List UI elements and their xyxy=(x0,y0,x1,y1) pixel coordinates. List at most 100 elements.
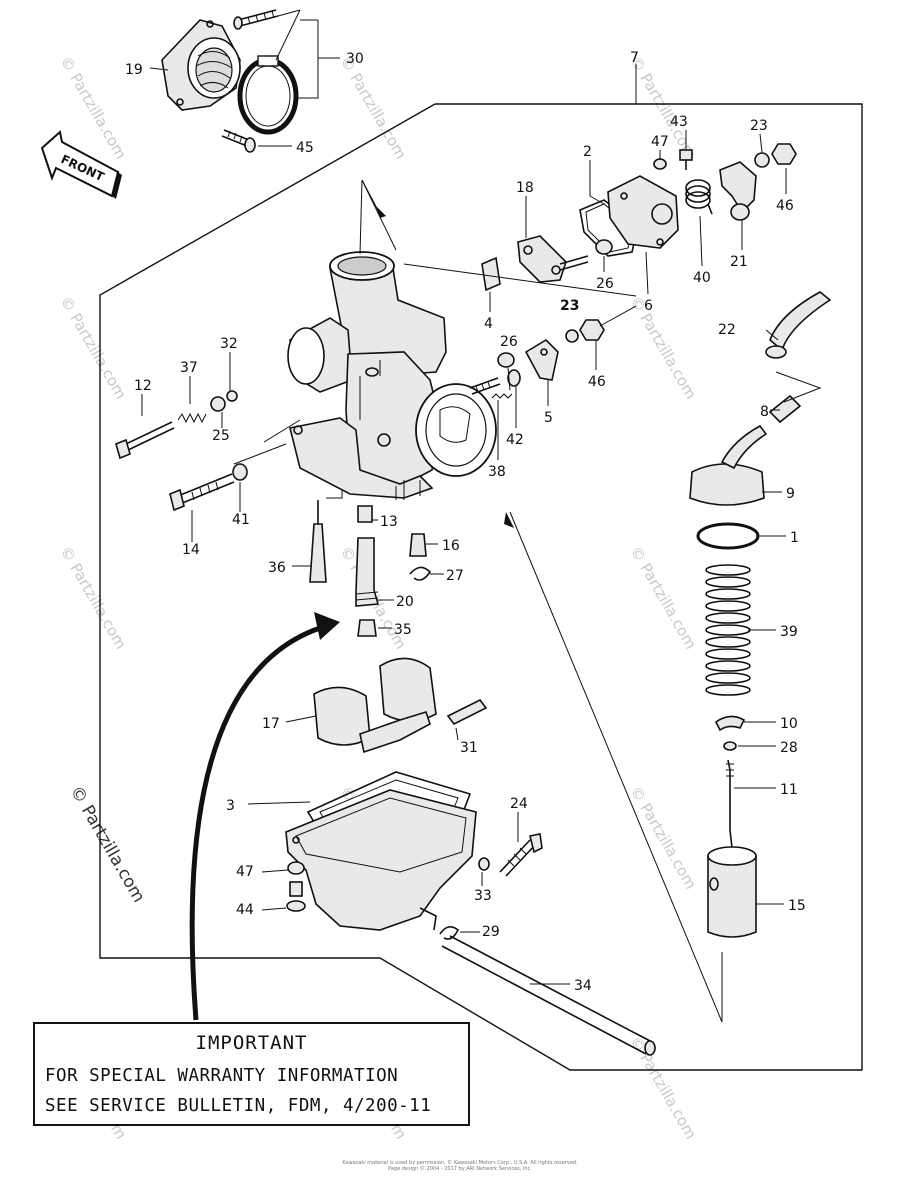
copyright-line-1: Kawasaki material is used by permission.… xyxy=(342,1160,578,1166)
drain-hose-part xyxy=(441,935,656,1056)
intake-holder-part xyxy=(161,19,241,111)
idle-screw-part xyxy=(469,369,521,395)
watermark-layer: © Partzilla.com © Partzilla.com © Partzi… xyxy=(57,53,700,1142)
screw-part xyxy=(679,149,693,170)
callout-15: 15 xyxy=(788,898,806,914)
lock-washer-part xyxy=(754,152,770,168)
callout-33: 33 xyxy=(474,888,492,904)
assembly-outline-frame xyxy=(99,103,863,1071)
callout-23-top: 23 xyxy=(750,118,768,134)
callout-6: 6 xyxy=(644,298,653,314)
notice-title: IMPORTANT xyxy=(195,1032,308,1054)
emulsion-tube-part xyxy=(355,537,380,607)
return-spring-part xyxy=(685,179,713,215)
needle-retainer-part xyxy=(714,715,746,732)
callout-18: 18 xyxy=(516,180,534,196)
idle-lever-part xyxy=(524,338,559,381)
callout-5: 5 xyxy=(544,410,553,426)
callout-8: 8 xyxy=(760,404,769,420)
callout-45: 45 xyxy=(296,140,314,156)
hose-clip-part xyxy=(439,926,460,940)
callout-41: 41 xyxy=(232,512,250,528)
callout-34: 34 xyxy=(574,978,592,994)
callout-2: 2 xyxy=(583,144,592,160)
throttle-cover-part xyxy=(607,175,679,249)
washer-part xyxy=(595,239,613,255)
copyright-line-2: Page design © 2004 - 2017 by ARI Network… xyxy=(388,1166,532,1172)
callout-3: 3 xyxy=(226,798,235,814)
carburetor-body-part xyxy=(287,251,497,500)
drain-screw-part xyxy=(499,833,543,877)
callout-30: 30 xyxy=(346,51,364,67)
jet-needle-part xyxy=(726,759,734,849)
float-valve-part xyxy=(409,533,427,557)
callout-46-top: 46 xyxy=(776,198,794,214)
plug-part xyxy=(481,256,501,292)
watermark-dark: © Partzilla.com xyxy=(66,783,149,907)
callout-9: 9 xyxy=(786,486,795,502)
callout-32: 32 xyxy=(220,336,238,352)
throttle-cable-part xyxy=(765,291,832,359)
nut-part xyxy=(579,319,605,341)
watermark: © Partzilla.com xyxy=(337,53,410,162)
top-gasket-part xyxy=(696,522,760,550)
washer-part xyxy=(478,857,490,871)
washer-part xyxy=(653,158,667,170)
callout-28: 28 xyxy=(780,740,798,756)
throttle-valve-spring-part xyxy=(705,564,751,696)
float-part xyxy=(313,657,437,754)
link-plate-part xyxy=(517,235,589,283)
throttle-lever-part xyxy=(719,161,757,221)
callout-14: 14 xyxy=(182,542,200,558)
callout-7: 7 xyxy=(630,50,639,66)
lock-washer-part xyxy=(565,329,579,343)
notice-line-1: FOR SPECIAL WARRANTY INFORMATION xyxy=(45,1066,399,1086)
callout-19: 19 xyxy=(125,62,143,78)
callout-46-mid: 46 xyxy=(588,374,606,390)
adjuster-screw-part xyxy=(169,463,248,512)
pilot-jet-part xyxy=(357,505,373,523)
clamp-screw-part xyxy=(233,9,279,30)
needle-jet-part xyxy=(309,500,327,583)
callout-1: 1 xyxy=(790,530,799,546)
callout-35: 35 xyxy=(394,622,412,638)
callout-13: 13 xyxy=(380,514,398,530)
washer-part xyxy=(287,861,305,875)
callout-24: 24 xyxy=(510,796,528,812)
callout-27: 27 xyxy=(446,568,464,584)
callout-38: 38 xyxy=(488,464,506,480)
callout-labels: 19 30 45 7 47 43 23 46 2 18 40 21 26 6 4… xyxy=(125,50,806,994)
callout-42: 42 xyxy=(506,432,524,448)
clip-part xyxy=(409,566,432,581)
callout-25: 25 xyxy=(212,428,230,444)
callout-31: 31 xyxy=(460,740,478,756)
callout-47-top: 47 xyxy=(651,134,669,150)
washer-part xyxy=(497,352,515,368)
callout-43: 43 xyxy=(670,114,688,130)
watermark: © Partzilla.com xyxy=(57,543,130,652)
watermark: © Partzilla.com xyxy=(627,783,700,892)
callout-37: 37 xyxy=(180,360,198,376)
callout-29: 29 xyxy=(482,924,500,940)
callout-47-bottom: 47 xyxy=(236,864,254,880)
assembly-arrows xyxy=(189,179,822,1023)
callout-12: 12 xyxy=(134,378,152,394)
warranty-notice-box: IMPORTANT FOR SPECIAL WARRANTY INFORMATI… xyxy=(33,1022,470,1126)
callout-22: 22 xyxy=(718,322,736,338)
callout-36: 36 xyxy=(268,560,286,576)
mixing-chamber-top-part xyxy=(689,424,768,506)
copyright-footer: Kawasaki material is used by permission.… xyxy=(300,1160,620,1172)
small-spring-part xyxy=(491,393,513,399)
throttle-valve-part xyxy=(707,846,757,938)
callout-20: 20 xyxy=(396,594,414,610)
callout-23-mid: 23 xyxy=(560,298,579,314)
notice-line-2: SEE SERVICE BULLETIN, FDM, 4/200-11 xyxy=(45,1096,432,1116)
watermark: © Partzilla.com xyxy=(57,293,130,402)
callout-40: 40 xyxy=(693,270,711,286)
callout-44: 44 xyxy=(236,902,254,918)
float-pin-part xyxy=(446,698,488,726)
cable-adjuster-part xyxy=(768,394,802,424)
pilot-screw-part xyxy=(115,390,238,460)
e-clip-part xyxy=(723,741,737,751)
